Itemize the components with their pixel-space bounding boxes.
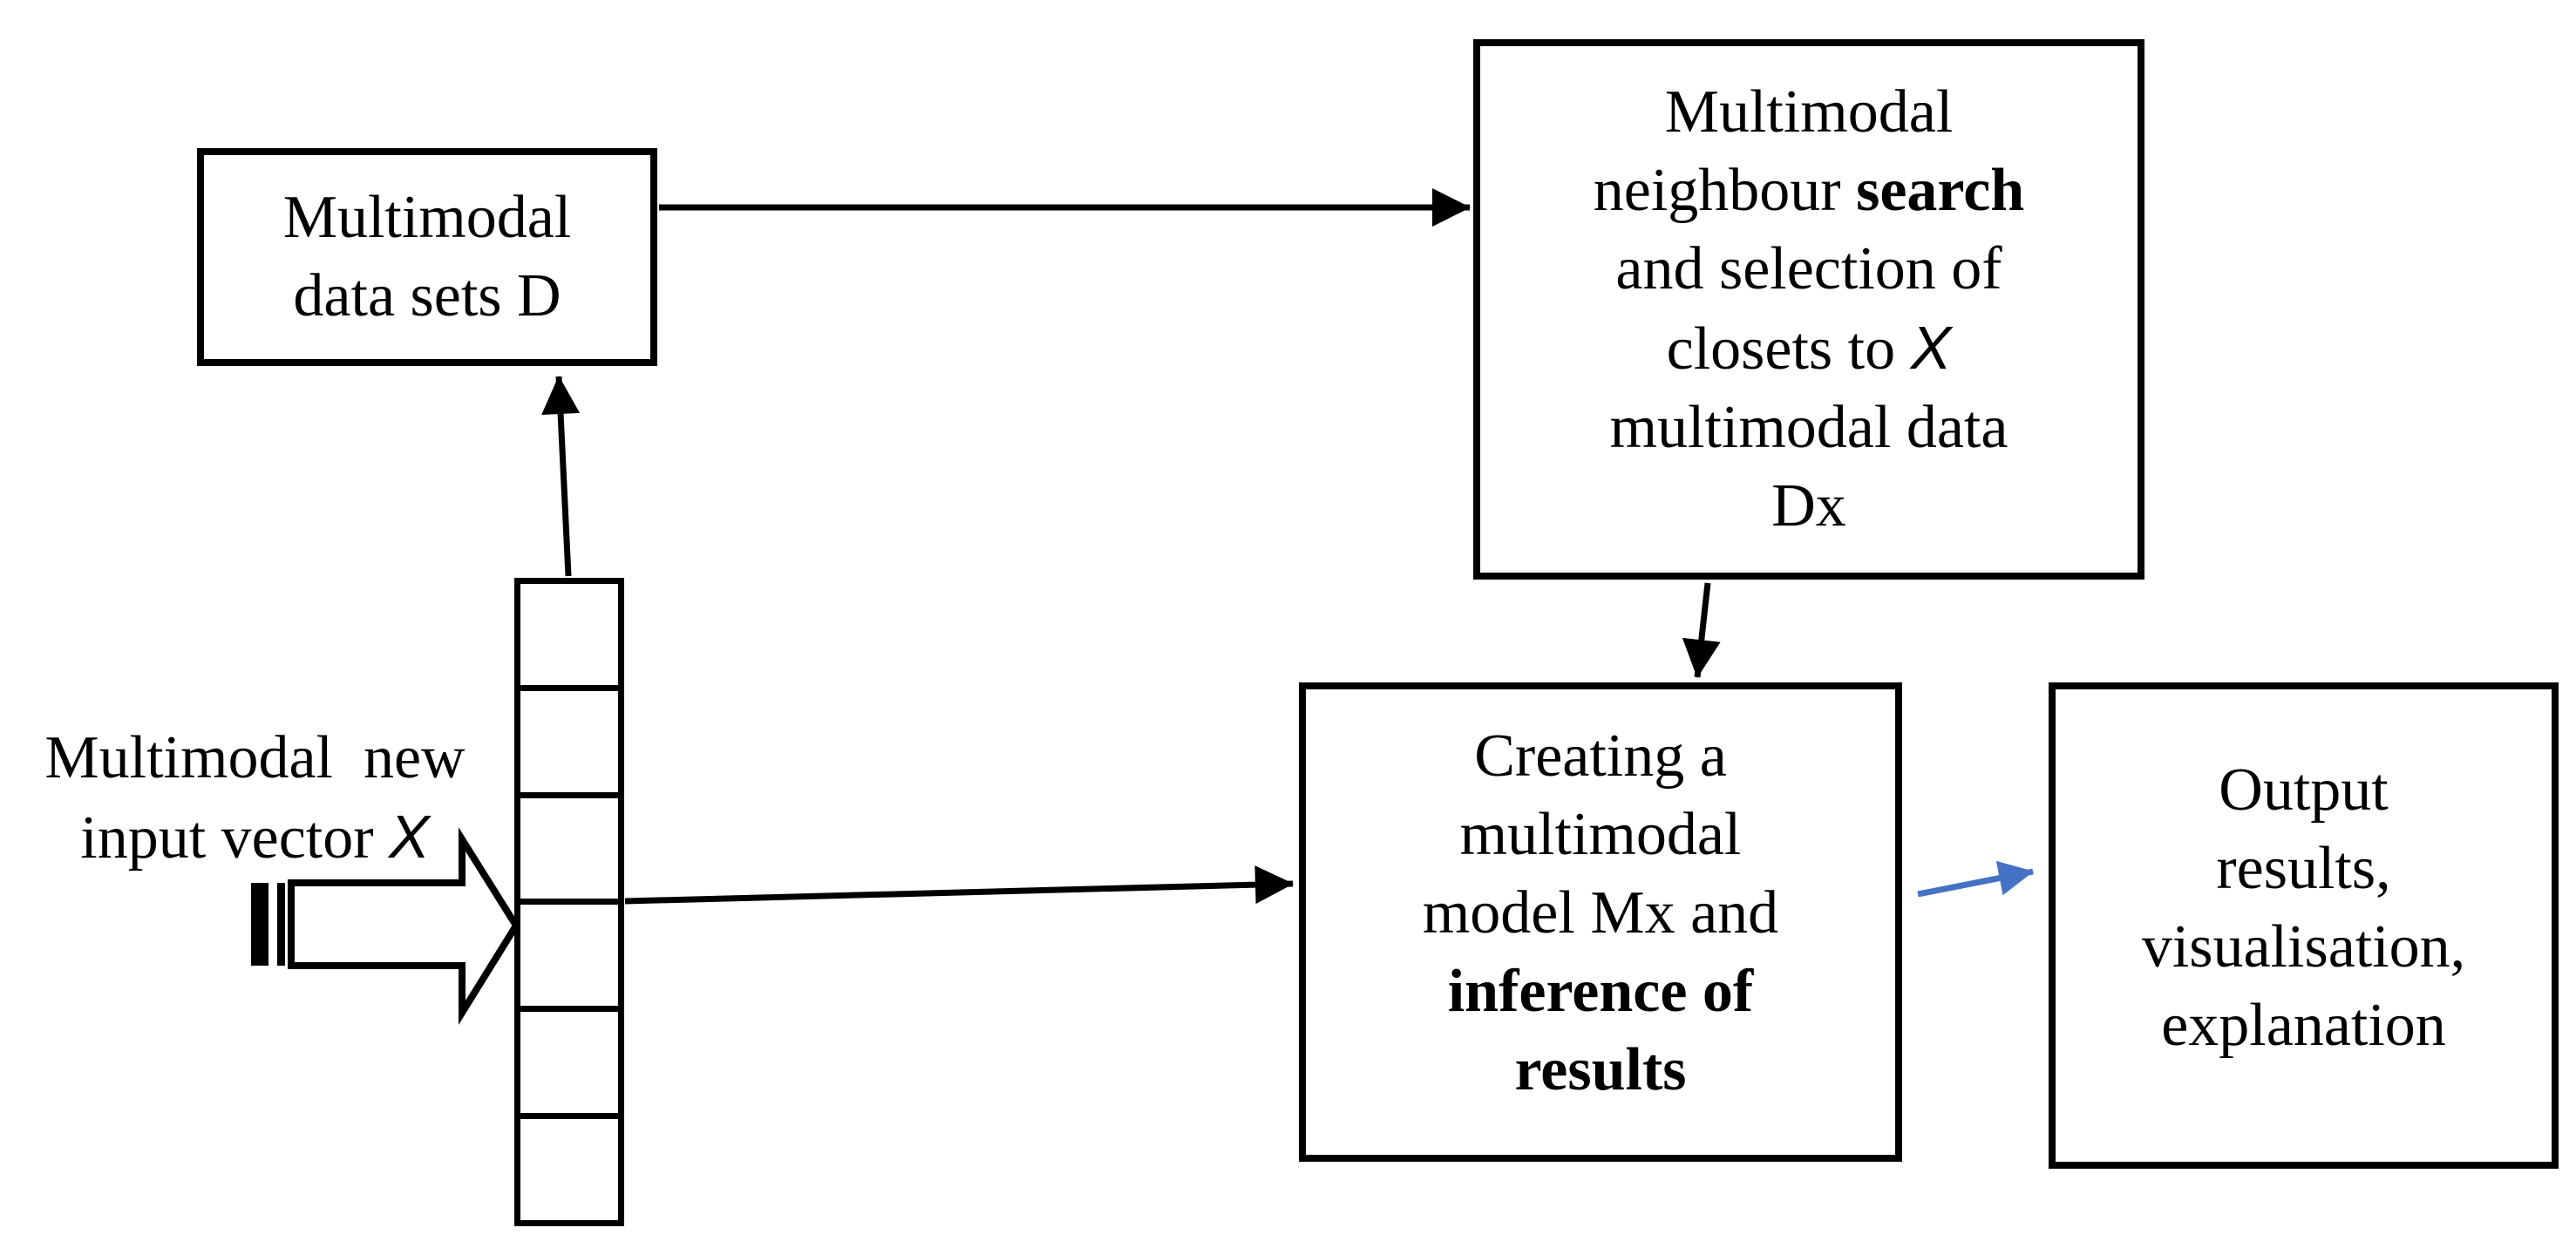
vector-cell xyxy=(520,1012,618,1120)
striped-arrow-body xyxy=(288,827,520,1026)
node-text-line: Multimodal xyxy=(1664,78,1954,146)
node-text-line: model Mx and xyxy=(1422,879,1779,946)
node-multimodal-datasets: Multimodal data sets D xyxy=(197,148,657,366)
node-output-results: Output results, visualisation, explanati… xyxy=(2049,682,2559,1169)
node-text-line: Creating a xyxy=(1474,722,1727,790)
node-text-line: Output xyxy=(2219,756,2389,824)
node-creating-model: Creating a multimodal model Mx and infer… xyxy=(1299,682,1902,1162)
variable-X: X xyxy=(1910,314,1952,382)
node-text-line: Dx xyxy=(1771,472,1846,539)
node-text-line-bold: inference of xyxy=(1447,958,1754,1025)
node-text-line: Multimodal xyxy=(282,184,572,251)
node-text-line: neighbour search xyxy=(1593,157,2025,224)
arrow-search-to-creating xyxy=(1682,582,1721,678)
vector-cell xyxy=(520,691,618,798)
variable-X: X xyxy=(389,803,430,871)
striped-arrow-stripe-thick xyxy=(251,883,268,966)
node-text-line-bold: results xyxy=(1514,1036,1687,1103)
node-text-line: explanation xyxy=(2161,992,2446,1059)
vector-cell xyxy=(520,798,618,906)
arrow-vector-to-creating xyxy=(624,865,1294,905)
input-vector-cells xyxy=(514,578,624,1226)
node-text-line: multimodal xyxy=(1459,801,1742,868)
node-text-line: visualisation, xyxy=(2141,913,2466,980)
input-vector-label: Multimodal new input vector X xyxy=(4,719,506,878)
node-text-line: closets to X xyxy=(1666,314,1952,383)
node-text-line: data sets D xyxy=(293,262,561,329)
bold-word-search: search xyxy=(1856,157,2025,224)
vector-cell xyxy=(520,1119,618,1220)
node-text-line: multimodal data xyxy=(1609,394,2008,461)
striped-input-arrow xyxy=(251,827,520,1026)
label-text-line: input vector X xyxy=(80,803,430,872)
node-text-line: results, xyxy=(2216,835,2391,902)
arrow-vector-to-datasets xyxy=(541,376,581,577)
arrow-creating-to-output xyxy=(1917,860,2034,898)
node-text-line: and selection of xyxy=(1615,235,2002,302)
vector-cell xyxy=(520,905,618,1013)
node-neighbour-search: Multimodal neighbour search and selectio… xyxy=(1473,39,2144,580)
label-text-line: Multimodal new xyxy=(44,724,466,791)
striped-arrow-stripe-thin xyxy=(277,883,285,966)
vector-cell xyxy=(520,584,618,691)
